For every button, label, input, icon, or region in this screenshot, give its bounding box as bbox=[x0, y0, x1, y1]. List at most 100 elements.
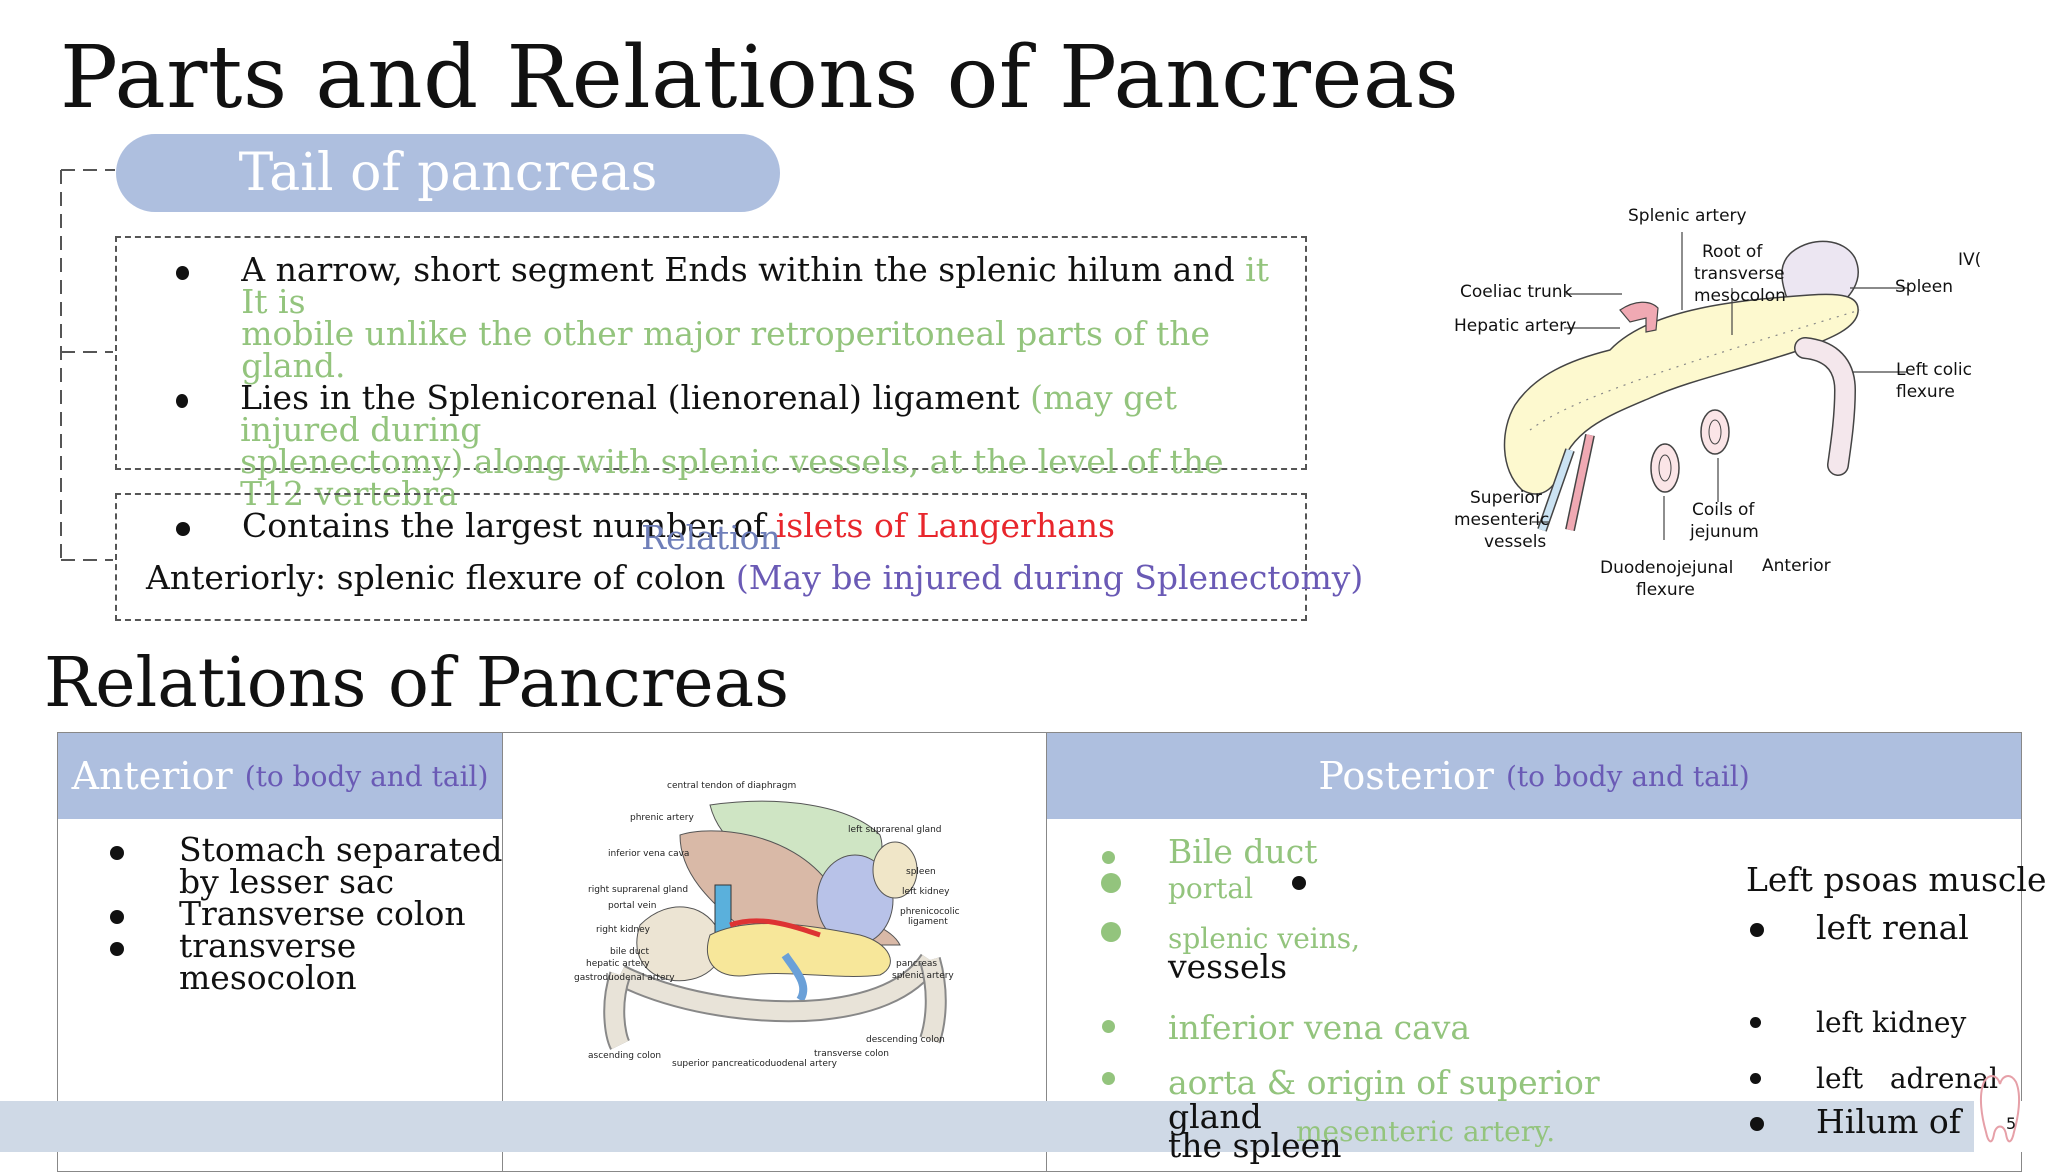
bullet-dot bbox=[176, 394, 189, 408]
bullet-dot bbox=[1750, 1073, 1761, 1084]
tail-bullets: A narrow, short segment Ends within the … bbox=[176, 253, 1286, 542]
green-bullet bbox=[1102, 1020, 1115, 1033]
label-right-suprarenal: right suprarenal gland bbox=[588, 885, 689, 895]
label-superior-pancreaticoduodenal: superior pancreaticoduodenal artery bbox=[672, 1059, 837, 1069]
label-ivc-center: inferior vena cava bbox=[608, 849, 690, 859]
tooth-logo-icon bbox=[1979, 1075, 2021, 1143]
bullet-dot bbox=[110, 846, 124, 860]
page-title: Parts and Relations of Pancreas bbox=[60, 28, 1460, 128]
relation-heading: Relation bbox=[641, 518, 781, 557]
bottom-band bbox=[0, 1101, 2048, 1152]
label-phrenic-artery: phrenic artery bbox=[630, 813, 694, 823]
posterior-left-adrenal: left adrenal bbox=[1816, 1062, 1999, 1095]
bullet-dot bbox=[1292, 876, 1306, 890]
anterior-item-text: by lesser sac bbox=[179, 862, 395, 901]
anterior-header-sub: (to body and tail) bbox=[244, 759, 489, 793]
label-spleen: Spleen bbox=[1895, 277, 1953, 297]
posterior-aorta: aorta & origin of superior bbox=[1168, 1063, 1600, 1102]
bullet-dot bbox=[176, 522, 190, 536]
label-hepatic-artery-center: hepatic artery bbox=[586, 959, 650, 969]
anterior-item-text: Stomach separated bbox=[179, 830, 503, 869]
label-transverse-colon: transverse colon bbox=[814, 1049, 889, 1059]
label-splenic-artery: Splenic artery bbox=[1628, 206, 1747, 226]
label-coils-2: jejunum bbox=[1690, 522, 1759, 542]
label-portal-vein: portal vein bbox=[608, 901, 657, 911]
tail-of-pancreas-label: Tail of pancreas bbox=[116, 134, 780, 212]
label-root-2: transverse bbox=[1694, 264, 1785, 284]
pancreas-diagram: Splenic artery Root of transverse mesoco… bbox=[1440, 200, 2000, 610]
anterior-item-text: mesocolon bbox=[179, 958, 357, 997]
bullet-1-text: A narrow, short segment Ends within the … bbox=[241, 253, 1286, 382]
posterior-left-kidney: left kidney bbox=[1816, 1006, 1967, 1039]
label-anterior: Anterior bbox=[1762, 556, 1831, 576]
anterior-item: Stomach separated bbox=[110, 830, 503, 869]
anterior-header-text: Anterior bbox=[71, 754, 233, 798]
label-ivc: IV( bbox=[1958, 250, 1982, 270]
label-left-kidney-center: left kidney bbox=[902, 887, 950, 897]
relation-purple: (May be injured during Splenectomy) bbox=[735, 558, 1364, 597]
green-bullet bbox=[1101, 922, 1121, 942]
label-duodenojejunal-1: Duodenojejunal bbox=[1600, 558, 1734, 578]
bullet-2-black: Lies in the Splenicorenal (lienorenal) l… bbox=[240, 378, 1031, 417]
posterior-mesenteric: mesenteric artery. bbox=[1296, 1115, 1556, 1148]
label-duodenojejunal-2: flexure bbox=[1636, 580, 1695, 600]
bullet-dot bbox=[110, 942, 124, 956]
bullet-2-green: (may get injured during bbox=[240, 378, 1177, 449]
bullet-3-black: Contains the largest number of bbox=[242, 506, 776, 545]
pancreas-illustration bbox=[1503, 232, 1908, 540]
bullet-3: Contains the largest number of islets of… bbox=[176, 509, 1286, 542]
label-superior-3: vessels bbox=[1484, 532, 1547, 552]
posterior-hilum: Hilum of bbox=[1816, 1102, 1962, 1141]
anterior-header: Anterior (to body and tail) bbox=[58, 733, 502, 819]
posterior-portal: portal bbox=[1168, 872, 1254, 905]
posterior-vessels: vessels bbox=[1168, 947, 1288, 986]
green-bullet bbox=[1102, 851, 1115, 864]
bullet-dot bbox=[1750, 1117, 1764, 1131]
bullet-dot bbox=[1750, 923, 1764, 937]
abdomen-illustration bbox=[603, 800, 947, 1050]
bullet-1: A narrow, short segment Ends within the … bbox=[176, 253, 1286, 382]
label-left-colic-1: Left colic bbox=[1896, 360, 1972, 380]
posterior-ivc: inferior vena cava bbox=[1168, 1008, 1471, 1047]
label-root-3: mesocolon bbox=[1694, 286, 1786, 306]
label-right-kidney: right kidney bbox=[596, 925, 650, 935]
section-title-relations: Relations of Pancreas bbox=[44, 644, 790, 723]
label-coeliac-trunk: Coeliac trunk bbox=[1460, 282, 1573, 302]
posterior-splenic-veins: splenic veins, bbox=[1168, 922, 1361, 955]
label-gastroduodenal: gastroduodenal artery bbox=[574, 973, 675, 983]
label-superior-2: mesenteric bbox=[1454, 510, 1550, 530]
bullet-1-black: A narrow, short segment Ends within the … bbox=[241, 250, 1246, 289]
posterior-psoas: Left psoas muscle bbox=[1746, 860, 2047, 899]
page-number-area bbox=[1974, 1101, 2048, 1152]
tail-description-box bbox=[115, 236, 1307, 470]
bullet-2-green2: splenectomy) along with splenic vessels,… bbox=[240, 442, 1224, 513]
label-descending-colon: descending colon bbox=[866, 1035, 945, 1045]
anterior-item: mesocolon bbox=[110, 958, 503, 997]
posterior-header-sub: (to body and tail) bbox=[1505, 759, 1750, 793]
posterior-header: Posterior (to body and tail) bbox=[1047, 733, 2021, 819]
label-left-colic-2: flexure bbox=[1896, 382, 1955, 402]
tail-label-text: Tail of pancreas bbox=[238, 143, 658, 203]
label-left-suprarenal: left suprarenal gland bbox=[848, 825, 942, 835]
label-coils-1: Coils of bbox=[1692, 500, 1755, 520]
label-spleen-center: spleen bbox=[906, 867, 936, 877]
bullet-2-text: Lies in the Splenicorenal (lienorenal) l… bbox=[240, 381, 1286, 513]
label-superior-1: Superior bbox=[1470, 488, 1542, 508]
bullet-3-text: Contains the largest number of islets of… bbox=[242, 509, 1115, 542]
label-bile-duct: bile duct bbox=[610, 947, 650, 957]
anterior-item-text: transverse bbox=[179, 926, 357, 965]
bullet-1-green: it It is bbox=[241, 250, 1269, 321]
green-bullet bbox=[1102, 1072, 1115, 1085]
label-splenic-artery-center: splenic artery bbox=[892, 971, 954, 981]
anterior-item-text: Transverse colon bbox=[179, 894, 466, 933]
relation-black: Anteriorly: splenic flexure of colon bbox=[146, 558, 736, 597]
label-hepatic-artery: Hepatic artery bbox=[1454, 316, 1577, 336]
bullet-dot bbox=[176, 266, 190, 280]
bullet-dot bbox=[1750, 1017, 1761, 1028]
posterior-left-renal: left renal bbox=[1816, 908, 1969, 947]
label-pancreas: pancreas bbox=[896, 959, 938, 969]
label-phrenicocolic-2: ligament bbox=[908, 917, 948, 927]
bullet-2: Lies in the Splenicorenal (lienorenal) l… bbox=[176, 381, 1286, 513]
posterior-spleen: the spleen bbox=[1168, 1126, 1342, 1165]
page-number: 5 bbox=[2006, 1114, 2017, 1133]
